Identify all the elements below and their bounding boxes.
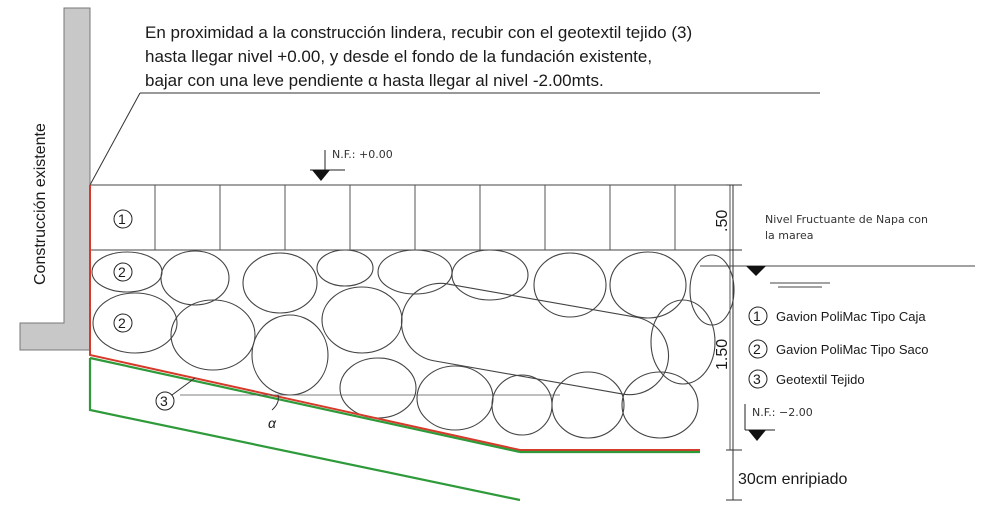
- marker-sack-lower: 2: [113, 313, 133, 333]
- sack-gabion: [491, 374, 553, 436]
- note-line-2: hasta llegar nivel +0.00, y desde el fon…: [145, 47, 652, 66]
- marker-circle: [155, 391, 175, 411]
- sack-gabion: [551, 371, 625, 439]
- level-top-label: N.F.: +0.00: [332, 148, 393, 161]
- sack-gabion: [621, 371, 699, 439]
- level-bottom-triangle: [748, 430, 766, 441]
- angle-label: α: [268, 415, 277, 431]
- sack-gabion: [316, 249, 374, 287]
- marker-sack-upper: 2: [113, 262, 133, 282]
- sack-gabion: [251, 314, 329, 396]
- marker-geotextile: 3: [155, 391, 175, 411]
- note-leader: [89, 92, 141, 186]
- sack-gabion: [339, 357, 417, 419]
- sack-gabion: [160, 250, 230, 306]
- sack-gabion: [451, 249, 529, 301]
- marker-circle: [113, 262, 133, 282]
- sack-gabion: [650, 299, 716, 385]
- dimension-riprap: 30cm enripiado: [738, 471, 848, 488]
- existing-wall: [19, 7, 91, 351]
- marker-leader: [171, 377, 196, 396]
- sack-gabions: [91, 249, 735, 439]
- marker-circle: [113, 209, 133, 229]
- legend-circle: [748, 369, 768, 389]
- sack-gabion: [242, 252, 318, 314]
- level-bottom-label: N.F.: −2.00: [752, 406, 813, 419]
- angle-arc: [271, 394, 279, 411]
- riprap-top-line: [89, 356, 521, 454]
- water-level-triangle: [746, 266, 766, 276]
- legend-number: 3: [753, 371, 761, 387]
- level-top-triangle: [312, 170, 330, 181]
- legend-item-sack: 2 Gavion PoliMac Tipo Saco: [748, 339, 928, 359]
- sack-gabion: [609, 251, 687, 319]
- sack-gabion: [533, 252, 607, 318]
- legend-number: 2: [753, 341, 761, 357]
- sack-gabion: [377, 249, 453, 295]
- legend-circle: [748, 306, 768, 326]
- fluctuating-label-2: la marea: [765, 229, 814, 242]
- legend-text: Gavion PoliMac Tipo Saco: [776, 342, 928, 357]
- marker-box: 1: [113, 209, 133, 229]
- note-line-3: bajar con una leve pendiente α hasta lle…: [145, 71, 604, 90]
- note-line-1: En proximidad a la construcción lindera,…: [145, 23, 692, 42]
- marker-number: 3: [160, 393, 168, 409]
- box-gabion-layer: [89, 184, 731, 251]
- dimension-sack-height: 1.50: [714, 339, 731, 370]
- sack-gabion: [321, 286, 403, 354]
- marker-number: 1: [118, 211, 126, 227]
- sack-gabion: [170, 299, 256, 371]
- legend-text: Geotextil Tejido: [776, 372, 865, 387]
- dimension-box-height: .50: [714, 210, 731, 232]
- legend-number: 1: [753, 308, 761, 324]
- legend-item-box: 1 Gavion PoliMac Tipo Caja: [748, 306, 926, 326]
- sack-gabion-long: [400, 282, 670, 396]
- sack-gabion: [416, 365, 494, 431]
- sack-gabion: [92, 292, 178, 354]
- geotextile-line: [89, 185, 700, 451]
- legend-text: Gavion PoliMac Tipo Caja: [776, 309, 926, 324]
- fluctuating-label-1: Nivel Fructuante de Napa con: [765, 213, 928, 226]
- riprap-bottom-line: [88, 358, 521, 502]
- wall-label: Construcción existente: [32, 123, 49, 285]
- marker-number: 2: [118, 264, 126, 280]
- legend-circle: [748, 339, 768, 359]
- legend-item-geotextile: 3 Geotextil Tejido: [748, 369, 865, 389]
- marker-number: 2: [118, 315, 126, 331]
- marker-circle: [113, 313, 133, 333]
